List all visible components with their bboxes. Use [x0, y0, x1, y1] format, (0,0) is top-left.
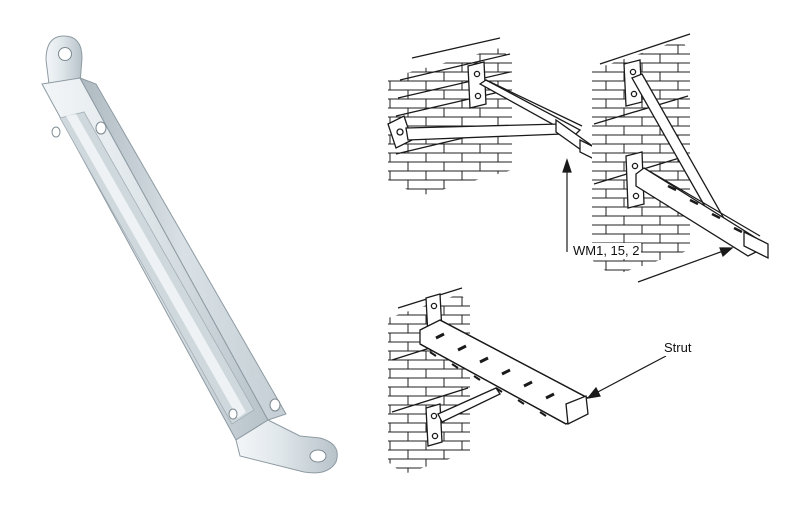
strut-cantilever-icon: [388, 287, 589, 474]
callout-arrows: [562, 158, 734, 399]
wall-bracket-icon: [387, 37, 599, 196]
braced-wall-bracket-icon: [592, 33, 769, 276]
wall-mount-models-label: WM1, 15, 2: [571, 243, 642, 259]
strut-label: Strut: [662, 340, 694, 356]
galvanized-bracket-icon: [41, 35, 338, 474]
